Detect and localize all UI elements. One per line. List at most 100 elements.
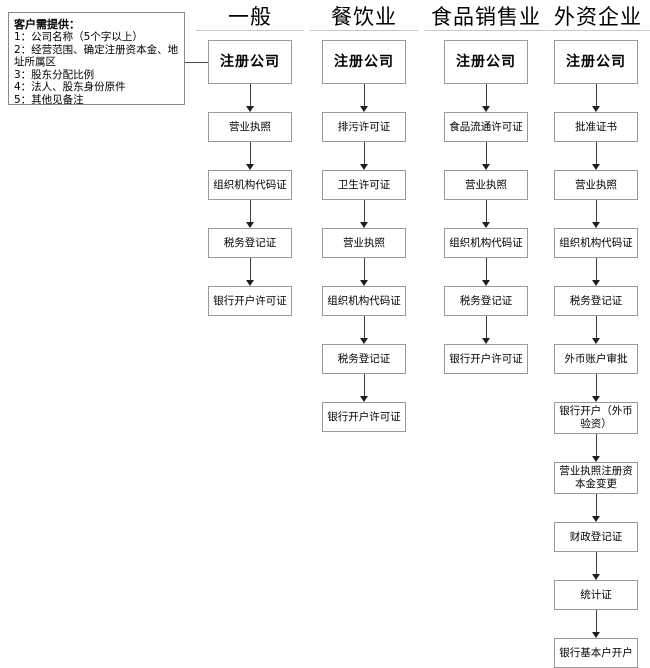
arrow-shaft <box>363 142 365 165</box>
arrow-head-icon <box>592 222 600 228</box>
flow-arrow-col3-5 <box>482 316 491 344</box>
arrow-shaft <box>363 316 365 339</box>
flow-arrow-col4-2 <box>592 142 601 170</box>
arrow-shaft <box>485 142 487 165</box>
arrow-head-icon <box>360 222 368 228</box>
arrow-shaft <box>485 316 487 339</box>
flow-step-box-税务登记证[interactable]: 税务登记证 <box>444 286 528 316</box>
flow-arrow-col4-7 <box>592 434 601 462</box>
flow-arrow-col4-5 <box>592 316 601 344</box>
arrow-shaft <box>249 200 251 223</box>
arrow-shaft <box>595 142 597 165</box>
flow-step-box-营业执照注册资本金变更[interactable]: 营业执照注册资本金变更 <box>554 462 638 494</box>
arrow-head-icon <box>592 396 600 402</box>
arrow-shaft <box>249 258 251 281</box>
flow-step-box-银行开户许可证[interactable]: 银行开户许可证 <box>322 402 406 432</box>
flow-arrow-col2-1 <box>360 84 369 112</box>
arrow-shaft <box>595 374 597 397</box>
flow-arrow-col4-6 <box>592 374 601 402</box>
flow-arrow-col3-4 <box>482 258 491 286</box>
flow-step-box-营业执照[interactable]: 营业执照 <box>444 170 528 200</box>
flow-arrow-col1-3 <box>246 200 255 228</box>
arrow-head-icon <box>592 456 600 462</box>
arrow-head-icon <box>360 338 368 344</box>
flow-step-box-卫生许可证[interactable]: 卫生许可证 <box>322 170 406 200</box>
flow-arrow-col4-10 <box>592 610 601 638</box>
column-header-general-rule <box>196 30 304 31</box>
flow-step-box-银行开户许可证[interactable]: 银行开户许可证 <box>444 344 528 374</box>
flow-arrow-col4-1 <box>592 84 601 112</box>
arrow-head-icon <box>482 164 490 170</box>
arrow-head-icon <box>482 222 490 228</box>
arrow-shaft <box>595 552 597 575</box>
column-header-food-sales: 食品销售业 <box>424 5 548 31</box>
flow-step-box-排污许可证[interactable]: 排污许可证 <box>322 112 406 142</box>
arrow-shaft <box>363 258 365 281</box>
flow-arrow-col4-8 <box>592 494 601 522</box>
arrow-shaft <box>595 258 597 281</box>
arrow-shaft <box>485 258 487 281</box>
flow-arrow-col4-4 <box>592 258 601 286</box>
arrow-head-icon <box>592 574 600 580</box>
requirements-note-line-2: 2：经营范围、确定注册资本金、地址所属区 <box>14 43 179 69</box>
column-header-catering-rule <box>310 30 418 31</box>
arrow-head-icon <box>360 280 368 286</box>
arrow-head-icon <box>360 164 368 170</box>
arrow-head-icon <box>592 280 600 286</box>
flow-step-box-组织机构代码证[interactable]: 组织机构代码证 <box>208 170 292 200</box>
note-to-flow-connector-line <box>185 62 208 63</box>
flow-step-box-营业执照[interactable]: 营业执照 <box>322 228 406 258</box>
flow-start-box-注册公司[interactable]: 注册公司 <box>554 40 638 84</box>
requirements-note-line-4: 4：法人、股东身份原件 <box>14 81 126 94</box>
requirements-note-line-5: 5：其他见备注 <box>14 93 84 106</box>
arrow-head-icon <box>246 164 254 170</box>
flow-step-box-银行基本户开户[interactable]: 银行基本户开户 <box>554 638 638 668</box>
column-header-foreign-enterprise-label: 外资企业 <box>554 5 642 29</box>
flow-step-box-组织机构代码证[interactable]: 组织机构代码证 <box>322 286 406 316</box>
flow-step-box-组织机构代码证[interactable]: 组织机构代码证 <box>444 228 528 258</box>
flow-arrow-col3-1 <box>482 84 491 112</box>
arrow-head-icon <box>360 106 368 112</box>
flow-arrow-col1-4 <box>246 258 255 286</box>
arrow-shaft <box>363 374 365 397</box>
arrow-shaft <box>363 200 365 223</box>
arrow-shaft <box>595 434 597 457</box>
flow-step-box-营业执照[interactable]: 营业执照 <box>554 170 638 200</box>
flow-step-box-税务登记证[interactable]: 税务登记证 <box>554 286 638 316</box>
flow-step-box-统计证[interactable]: 统计证 <box>554 580 638 610</box>
flow-step-box-税务登记证[interactable]: 税务登记证 <box>322 344 406 374</box>
arrow-head-icon <box>360 396 368 402</box>
arrow-head-icon <box>482 106 490 112</box>
flow-step-box-税务登记证[interactable]: 税务登记证 <box>208 228 292 258</box>
arrow-shaft <box>595 494 597 517</box>
flow-step-box-食品流通许可证[interactable]: 食品流通许可证 <box>444 112 528 142</box>
flow-step-box-批准证书[interactable]: 批准证书 <box>554 112 638 142</box>
flow-step-box-营业执照[interactable]: 营业执照 <box>208 112 292 142</box>
arrow-head-icon <box>592 516 600 522</box>
flow-start-box-注册公司[interactable]: 注册公司 <box>322 40 406 84</box>
arrow-head-icon <box>592 164 600 170</box>
requirements-note-title: 客户需提供： <box>14 18 80 31</box>
flow-step-box-外币账户审批[interactable]: 外币账户审批 <box>554 344 638 374</box>
arrow-shaft <box>595 84 597 107</box>
column-header-general: 一般 <box>196 5 304 31</box>
arrow-shaft <box>485 200 487 223</box>
flow-arrow-col4-3 <box>592 200 601 228</box>
column-header-foreign-enterprise: 外资企业 <box>546 5 650 31</box>
flow-arrow-col1-1 <box>246 84 255 112</box>
flow-start-box-注册公司[interactable]: 注册公司 <box>444 40 528 84</box>
flow-step-box-财政登记证[interactable]: 财政登记证 <box>554 522 638 552</box>
flow-step-box-银行开户外币验资[interactable]: 银行开户（外币验资） <box>554 402 638 434</box>
flow-arrow-col2-6 <box>360 374 369 402</box>
column-header-food-sales-rule <box>424 30 548 31</box>
arrow-shaft <box>485 84 487 107</box>
column-header-foreign-enterprise-rule <box>546 30 650 31</box>
column-header-catering: 餐饮业 <box>310 5 418 31</box>
flow-arrow-col2-4 <box>360 258 369 286</box>
flow-arrow-col3-2 <box>482 142 491 170</box>
flow-step-box-组织机构代码证[interactable]: 组织机构代码证 <box>554 228 638 258</box>
flow-step-box-银行开户许可证[interactable]: 银行开户许可证 <box>208 286 292 316</box>
flow-arrow-col2-3 <box>360 200 369 228</box>
flow-start-box-注册公司[interactable]: 注册公司 <box>208 40 292 84</box>
flow-arrow-col3-3 <box>482 200 491 228</box>
